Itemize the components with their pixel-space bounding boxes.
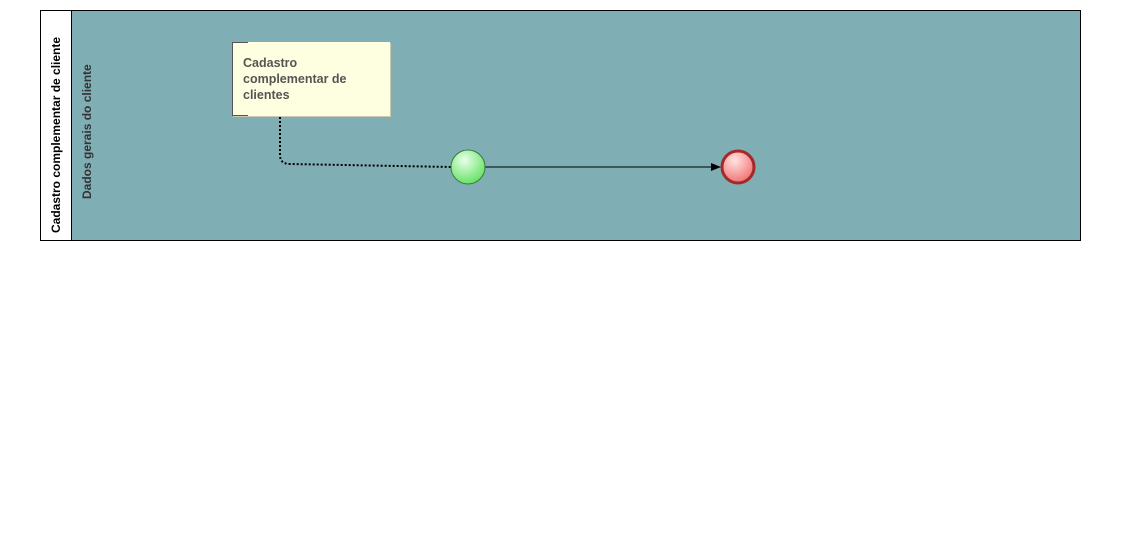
end-event[interactable] bbox=[720, 149, 756, 185]
annotation-text: Cadastro complementar de clientes bbox=[243, 56, 347, 102]
lane[interactable]: Dados gerais do cliente Cadastro complem… bbox=[72, 11, 1080, 240]
pool-header[interactable]: Cadastro complementar de cliente bbox=[41, 11, 72, 240]
text-annotation[interactable]: Cadastro complementar de clientes bbox=[232, 42, 390, 116]
association-line[interactable] bbox=[279, 117, 452, 168]
start-event[interactable] bbox=[450, 149, 486, 185]
pool[interactable]: Cadastro complementar de cliente Dados g… bbox=[40, 10, 1081, 241]
annotation-bracket bbox=[232, 42, 248, 116]
